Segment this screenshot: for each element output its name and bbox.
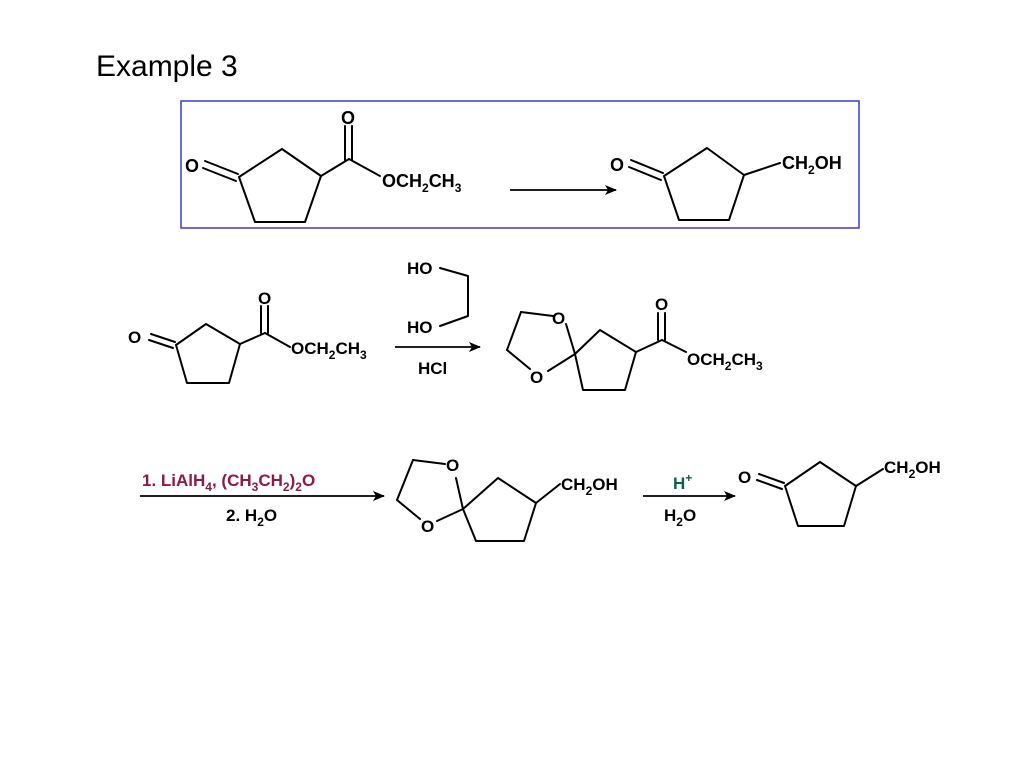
- step2-product: O O CH2OH: [396, 456, 618, 542]
- step1-glycol-ho-bottom: HO: [407, 318, 433, 337]
- step3-acid: H+: [673, 471, 692, 493]
- summary-reactant: O O OCH2CH3: [185, 108, 462, 223]
- final-product-ch2oh-label: CH2OH: [884, 458, 941, 481]
- step1-glycol-ho-top: HO: [407, 259, 433, 278]
- step1-product-ester-label: OCH2CH3: [687, 350, 763, 373]
- summary-reactant-carbonyl-o: O: [341, 108, 355, 128]
- slide-title: Example 3: [96, 50, 238, 83]
- step1-product-carbonyl-o: O: [655, 295, 668, 314]
- final-product-ketone-o: O: [738, 468, 751, 487]
- step2-product-ring-o-bottom: O: [421, 517, 434, 536]
- summary-product: O CH2OH: [610, 147, 842, 221]
- step1-reactant-ester-label: OCH2CH3: [291, 339, 367, 362]
- step1-reactant-ketone-o: O: [128, 328, 141, 347]
- step1-product-ring-o-bottom: O: [530, 368, 543, 387]
- step2-product-ch2oh-label: CH2OH: [561, 475, 618, 498]
- step2-reagent-line1: 1. LiAlH4, (CH3CH2)2O: [142, 471, 315, 494]
- step2-reagent-line2: 2. H2O: [226, 506, 277, 529]
- step1-reactant: O O OCH2CH3: [128, 289, 367, 384]
- step1-reactant-carbonyl-o: O: [258, 289, 271, 308]
- summary-product-ketone-o: O: [610, 155, 624, 175]
- step3-water: H2O: [664, 506, 696, 529]
- summary-reactant-ester-label: OCH2CH3: [382, 171, 462, 195]
- step1-product: O O O OCH2CH3: [506, 295, 763, 391]
- step1-glycol: HO HO: [407, 259, 469, 337]
- summary-box: [180, 100, 860, 229]
- step2-product-ring-o-top: O: [446, 456, 459, 475]
- summary-product-ch2oh-label: CH2OH: [782, 153, 842, 177]
- step1-product-ring-o-top: O: [552, 309, 565, 328]
- step1-catalyst: HCl: [418, 359, 447, 378]
- final-product: O CH2OH: [738, 458, 941, 527]
- summary-reactant-ketone-o: O: [185, 156, 199, 176]
